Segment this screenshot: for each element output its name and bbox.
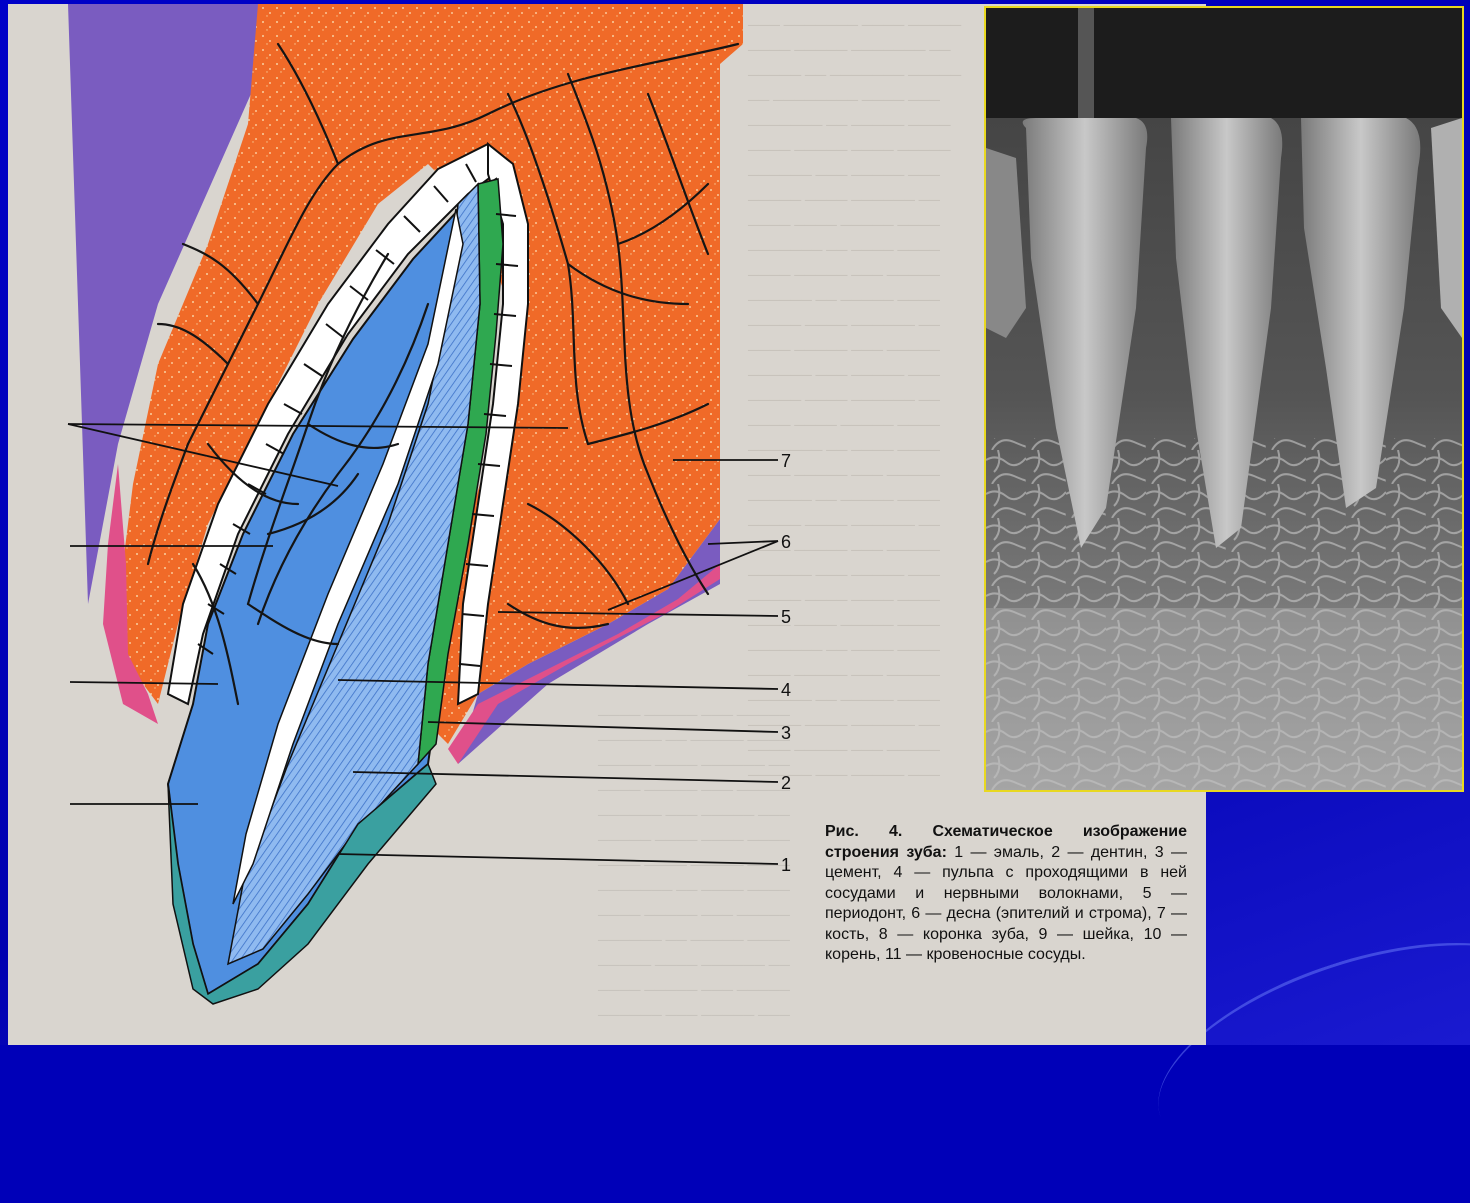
caption-body: 1 — эмаль, 2 — дентин, 3 — цемент, 4 — п… — [825, 844, 1187, 964]
figure-caption: Рис. 4. Схематическое изображение строен… — [825, 822, 1187, 966]
dental-xray-image — [984, 6, 1464, 792]
label-6: 6 — [781, 532, 791, 552]
label-7: 7 — [781, 451, 791, 471]
label-4: 4 — [781, 680, 791, 700]
label-2: 2 — [781, 773, 791, 793]
label-5: 5 — [781, 607, 791, 627]
label-1: 1 — [781, 855, 791, 875]
label-3: 3 — [781, 723, 791, 743]
